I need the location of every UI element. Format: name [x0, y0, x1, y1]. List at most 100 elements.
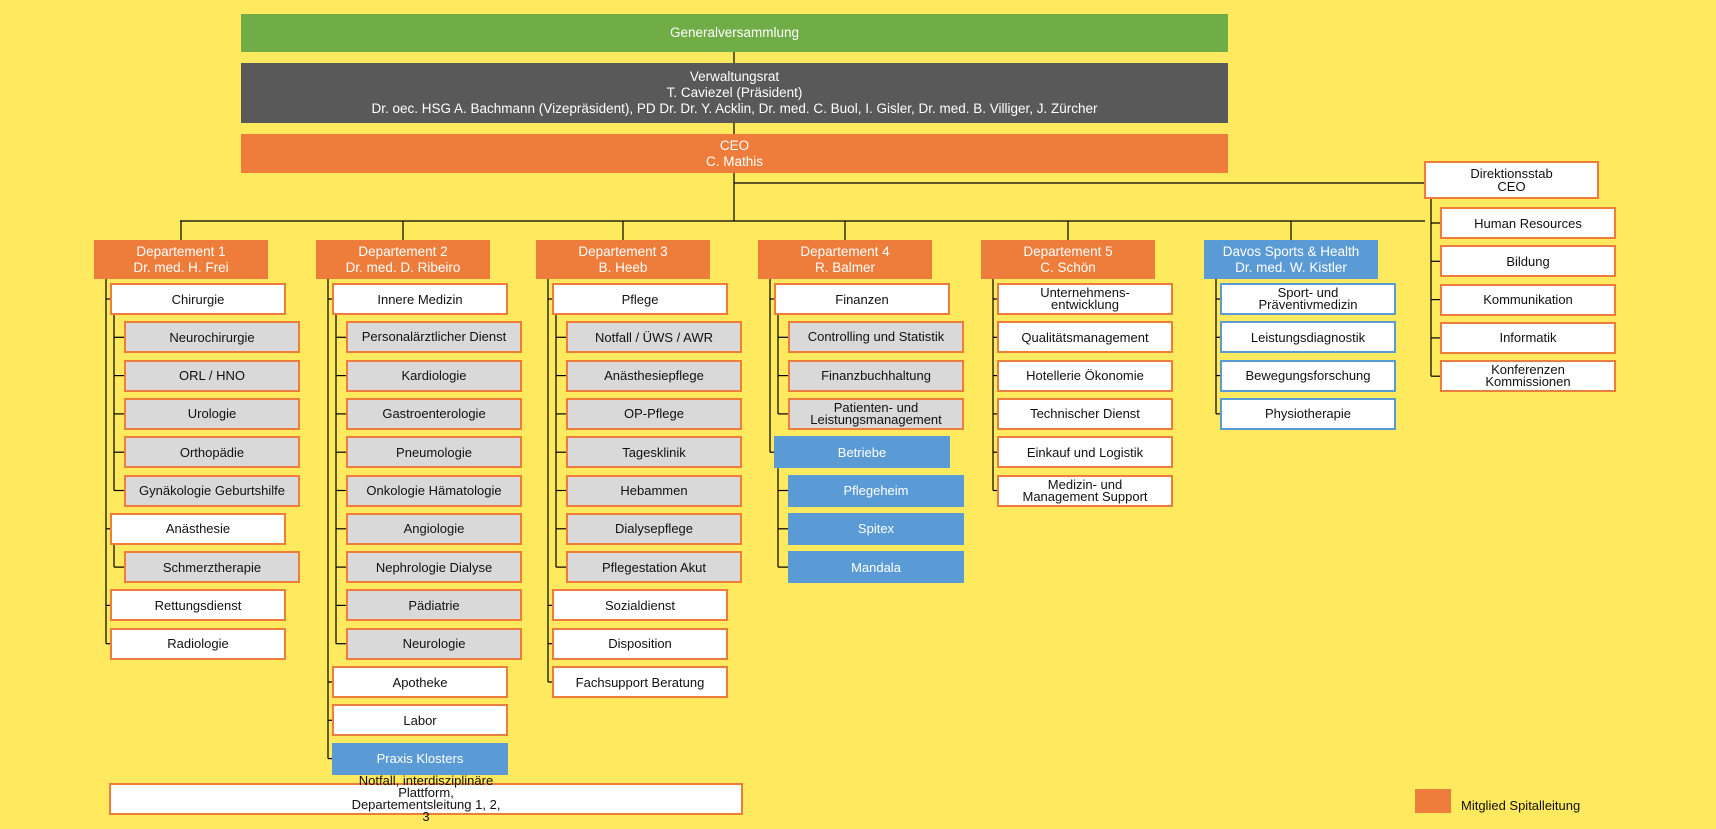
department-6-unit-bewegungsforschung-text-1: Bewegungsforschung: [1245, 368, 1371, 384]
department-5-unit-qualitatsmanagement-text-1: Qualitätsmanagement: [1021, 329, 1149, 345]
department-5-unit-hotellerie-okonomie: Hotellerie Ökonomie: [997, 359, 1173, 392]
department-3-subunit-tagesklinik-text-1: Tagesklinik: [622, 444, 686, 460]
department-2-subunit-onkologie-hamatologie-text-1: Onkologie Hämatologie: [366, 483, 502, 498]
department-4-head-text-2: R. Balmer: [814, 259, 875, 275]
department-3-subunit-dialysepflege: Dialysepflege: [566, 512, 742, 545]
department-1-subunit-orl-hno: ORL / HNO: [124, 359, 300, 392]
department-2-subunit-gastroenterologie-text-1: Gastroenterologie: [382, 406, 486, 422]
department-5-unit-unternehmens-entwicklung: Unternehmens- entwicklung: [997, 283, 1173, 315]
department-2-unit-apotheke: Apotheke: [332, 666, 508, 698]
department-5-unit-medizin-und-management-support: Medizin- und Management Support: [997, 474, 1173, 507]
department-2-unit-apotheke-text-1: Apotheke: [392, 674, 448, 690]
department-5-unit-hotellerie-okonomie-text-1: Hotellerie Ökonomie: [1026, 368, 1144, 384]
board-of-directors-text-3: Dr. oec. HSG A. Bachmann (Vizepräsident)…: [371, 101, 1098, 116]
department-1-subunit-orthopadie: Orthopädie: [124, 436, 300, 469]
general-assembly: Generalversammlung: [241, 14, 1228, 52]
department-1-subunit-neurochirurgie-text-1: Neurochirurgie: [169, 329, 255, 345]
staff-item-konferenzen-kommissionen-text-1: Konferenzen Kommissionen: [1485, 362, 1571, 390]
department-6-unit-sport-und-praventivmedizin: Sport- und Präventivmedizin: [1220, 283, 1396, 315]
department-1-subunit-orthopadie-text-1: Orthopädie: [179, 444, 245, 460]
department-3-subunit-pflegestation-akut-text-1: Pflegestation Akut: [601, 559, 707, 575]
department-3-unit-pflege: Pflege: [552, 283, 728, 315]
department-3-subunit-anasthesiepflege-text-1: Anästhesiepflege: [604, 368, 704, 384]
department-3-subunit-anasthesiepflege: Anästhesiepflege: [566, 359, 742, 392]
department-4-subunit-controlling-und-statistik: Controlling und Statistik: [788, 321, 964, 354]
department-5-unit-einkauf-und-logistik: Einkauf und Logistik: [997, 436, 1173, 469]
department-3-subunit-notfall-uws-awr-text-1: Notfall / ÜWS / AWR: [595, 329, 713, 345]
department-6-unit-physiotherapie: Physiotherapie: [1220, 397, 1396, 430]
department-2-subunit-personalarztlicher-dienst-text-1: Personalärztlicher Dienst: [361, 329, 507, 345]
department-2-unit-labor-text-1: Labor: [403, 712, 437, 728]
department-1-unit-chirurgie: Chirurgie: [110, 283, 286, 315]
department-4-subunit-controlling-und-statistik-text-1: Controlling und Statistik: [807, 329, 945, 345]
department-1-subunit-gynakologie-geburtshilfe: Gynäkologie Geburtshilfe: [124, 474, 300, 507]
department-3-head-text-1: Departement 3: [578, 243, 668, 259]
department-2-head-text-1: Departement 2: [358, 243, 448, 259]
department-3-unit-pflege-text-1: Pflege: [621, 291, 659, 307]
department-3-subunit-dialysepflege-text-1: Dialysepflege: [614, 521, 694, 537]
department-3-unit-disposition-text-1: Disposition: [608, 636, 672, 652]
staff-head-text-1: Direktionsstab: [1470, 166, 1553, 181]
department-4-unit-finanzen: Finanzen: [774, 283, 950, 315]
department-3-head-text-2: B. Heeb: [598, 259, 648, 275]
department-3-subunit-tagesklinik: Tagesklinik: [566, 436, 742, 469]
department-1-subunit-urologie: Urologie: [124, 397, 300, 430]
ceo-box-text-2: C. Mathis: [705, 153, 763, 169]
board-of-directors-text-1: Verwaltungsrat: [689, 69, 780, 84]
department-2-unit-praxis-klosters: Praxis Klosters: [332, 742, 508, 775]
department-1-subunit-schmerztherapie: Schmerztherapie: [124, 551, 300, 584]
staff-item-bildung: Bildung: [1440, 245, 1616, 278]
department-4-subunit-pflegeheim: Pflegeheim: [788, 474, 964, 507]
department-2-subunit-kardiologie-text-1: Kardiologie: [401, 368, 467, 384]
staff-item-human-resources: Human Resources: [1440, 207, 1616, 239]
department-6-unit-leistungsdiagnostik: Leistungsdiagnostik: [1220, 321, 1396, 354]
department-2-subunit-pneumologie: Pneumologie: [346, 436, 522, 469]
department-4-unit-betriebe-text-1: Betriebe: [837, 444, 887, 460]
department-4-subunit-mandala: Mandala: [788, 551, 964, 584]
legend-label: Mitglied Spitalleitung: [1461, 798, 1581, 813]
department-2-unit-innere-medizin-text-1: Innere Medizin: [377, 291, 463, 307]
board-of-directors-text-2: T. Caviezel (Präsident): [666, 85, 803, 100]
department-6-head-text-2: Dr. med. W. Kistler: [1235, 259, 1347, 275]
department-3-subunit-hebammen-text-1: Hebammen: [620, 483, 688, 498]
department-2-subunit-padiatrie: Pädiatrie: [346, 589, 522, 622]
department-1-unit-radiologie-text-1: Radiologie: [167, 636, 229, 652]
department-3-subunit-op-pflege: OP-Pflege: [566, 397, 742, 430]
legend-swatch: [1415, 789, 1451, 813]
department-2-subunit-nephrologie-dialyse: Nephrologie Dialyse: [346, 551, 522, 584]
department-2-subunit-personalarztlicher-dienst: Personalärztlicher Dienst: [346, 321, 522, 354]
department-4-subunit-spitex: Spitex: [788, 512, 964, 545]
department-5-unit-qualitatsmanagement: Qualitätsmanagement: [997, 321, 1173, 354]
department-1-subunit-schmerztherapie-text-1: Schmerztherapie: [162, 559, 262, 575]
department-1-subunit-neurochirurgie: Neurochirurgie: [124, 321, 300, 354]
department-3-unit-sozialdienst-text-1: Sozialdienst: [604, 597, 676, 613]
department-2-unit-labor: Labor: [332, 704, 508, 737]
department-1-unit-radiologie: Radiologie: [110, 627, 286, 660]
staff-item-konferenzen-kommissionen: Konferenzen Kommissionen: [1440, 360, 1616, 393]
department-1-unit-rettungsdienst-text-1: Rettungsdienst: [154, 597, 242, 613]
interdisciplinary-platform-text-1: Notfall, interdisziplinäre Plattform, De…: [351, 773, 501, 824]
department-2-unit-praxis-klosters-text-1: Praxis Klosters: [376, 751, 464, 767]
department-1-subunit-orl-hno-text-1: ORL / HNO: [179, 368, 245, 384]
department-4-subunit-mandala-text-1: Mandala: [851, 559, 901, 575]
department-2-subunit-angiologie: Angiologie: [346, 512, 522, 545]
department-1-unit-rettungsdienst: Rettungsdienst: [110, 589, 286, 622]
department-5-head-text-1: Departement 5: [1023, 243, 1113, 259]
general-assembly-text-1: Generalversammlung: [669, 25, 800, 40]
staff-item-informatik: Informatik: [1440, 321, 1616, 354]
department-4-unit-betriebe: Betriebe: [774, 436, 950, 469]
department-3-unit-fachsupport-beratung: Fachsupport Beratung: [552, 666, 728, 698]
department-2-subunit-padiatrie-text-1: Pädiatrie: [408, 597, 460, 613]
department-2-head-text-2: Dr. med. D. Ribeiro: [345, 259, 461, 275]
interdisciplinary-platform: Notfall, interdisziplinäre Plattform, De…: [109, 774, 743, 823]
department-6-unit-physiotherapie-text-1: Physiotherapie: [1265, 406, 1351, 422]
department-3-subunit-hebammen: Hebammen: [566, 474, 742, 507]
department-6-unit-sport-und-praventivmedizin-text-1: Sport- und Präventivmedizin: [1258, 285, 1358, 312]
